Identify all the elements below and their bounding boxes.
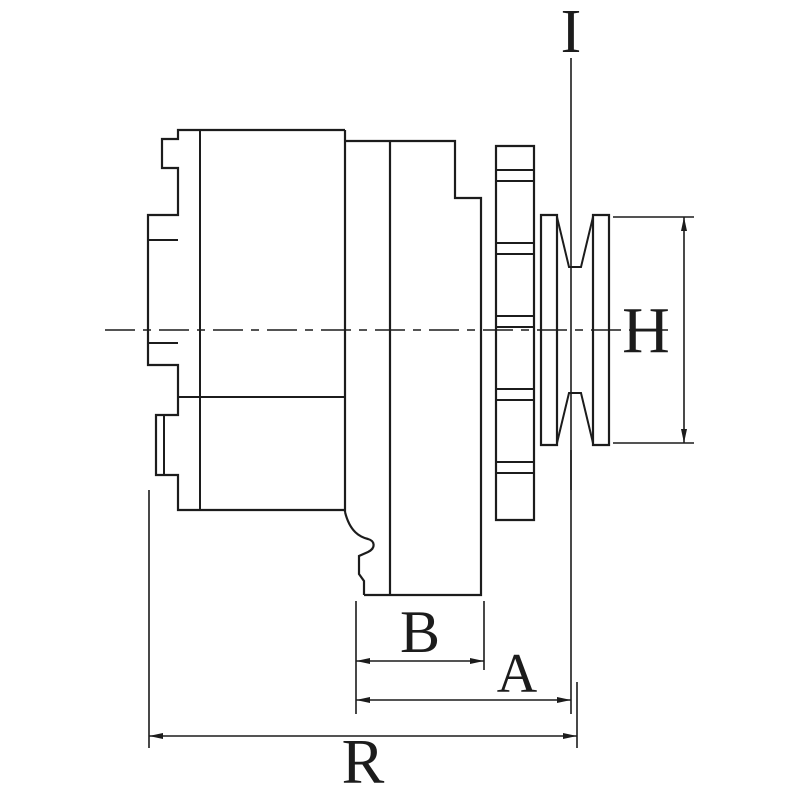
dimension-label-r: R — [342, 726, 385, 797]
mounting-foot-outline — [343, 511, 375, 595]
b-extension-lines — [355, 601, 485, 714]
dimension-label-b: B — [400, 599, 440, 665]
r-extension-lines — [148, 490, 578, 748]
pulley-left-flange — [539, 213, 559, 447]
alternator-outline — [146, 128, 611, 597]
front-bracket-inner-lines — [148, 130, 345, 510]
dimension-label-a: A — [497, 643, 538, 705]
dimension-lines — [105, 58, 694, 748]
dimension-labels: I H B A R — [342, 0, 670, 797]
pulley-v-groove-top — [556, 216, 594, 268]
drive-end-bracket-edges — [343, 130, 392, 595]
fan-outline — [494, 144, 536, 522]
rear-housing-outline — [345, 139, 483, 597]
dimension-label-h: H — [622, 294, 670, 367]
dimension-label-i: I — [561, 0, 582, 66]
h-extension-lines — [613, 216, 694, 444]
front-bracket-outline — [146, 128, 345, 512]
pulley-right-flange — [591, 213, 611, 447]
pulley-v-groove-bottom — [556, 392, 594, 444]
fan-blade-lines — [496, 169, 534, 474]
